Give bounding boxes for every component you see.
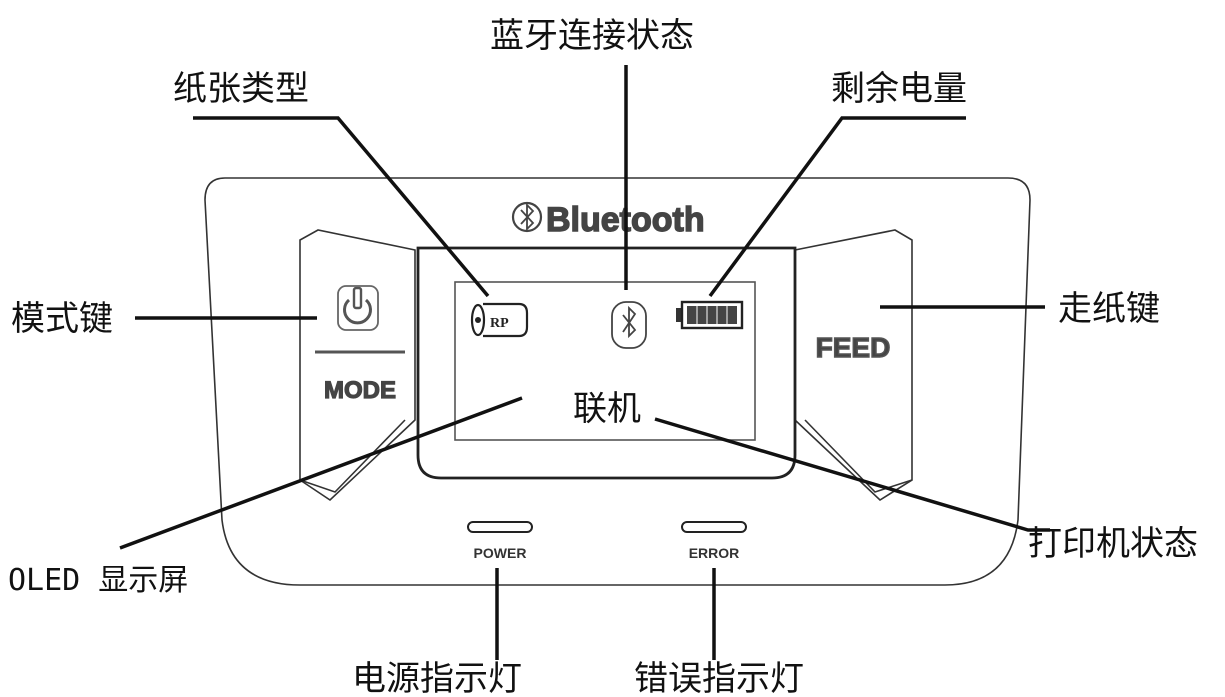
error-led: ERROR xyxy=(681,521,747,561)
leader-oled xyxy=(119,396,523,550)
device-housing xyxy=(204,177,1031,586)
leader-battery xyxy=(708,116,966,298)
leader-lines xyxy=(119,65,1050,660)
callout-power-indicator: 电源指示灯 xyxy=(352,659,522,697)
battery-icon xyxy=(676,300,744,330)
power-led-label: POWER xyxy=(474,545,527,561)
callout-bluetooth-status: 蓝牙连接状态 xyxy=(490,16,694,56)
callout-oled-display: OLED 显示屏 xyxy=(8,563,188,598)
paper-roll-icon: RP xyxy=(470,302,529,338)
leader-paper-type xyxy=(193,116,490,298)
mode-label: MODE xyxy=(324,377,396,404)
callout-paper-type: 纸张类型 xyxy=(173,69,309,109)
bluetooth-brand-logo: Bluetooth xyxy=(511,200,705,240)
callout-battery: 剩余电量 xyxy=(831,69,967,109)
callout-error-indicator: 错误指示灯 xyxy=(634,659,804,697)
callout-mode-key: 模式键 xyxy=(11,299,113,339)
feed-label: FEED xyxy=(816,332,891,363)
feed-key[interactable]: FEED xyxy=(794,229,913,502)
paper-type-text: RP xyxy=(490,316,509,331)
power-led: POWER xyxy=(467,521,533,561)
error-led-label: ERROR xyxy=(689,545,740,561)
callout-feed-key: 走纸键 xyxy=(1058,289,1160,329)
oled-screen-area xyxy=(454,281,756,441)
power-icon xyxy=(337,285,379,331)
bluetooth-icon xyxy=(611,301,647,349)
leader-printer-status xyxy=(654,417,1050,532)
mode-key[interactable]: MODE xyxy=(299,229,416,502)
callout-printer-status: 打印机状态 xyxy=(1028,524,1198,564)
printer-status-text: 联机 xyxy=(573,389,641,429)
